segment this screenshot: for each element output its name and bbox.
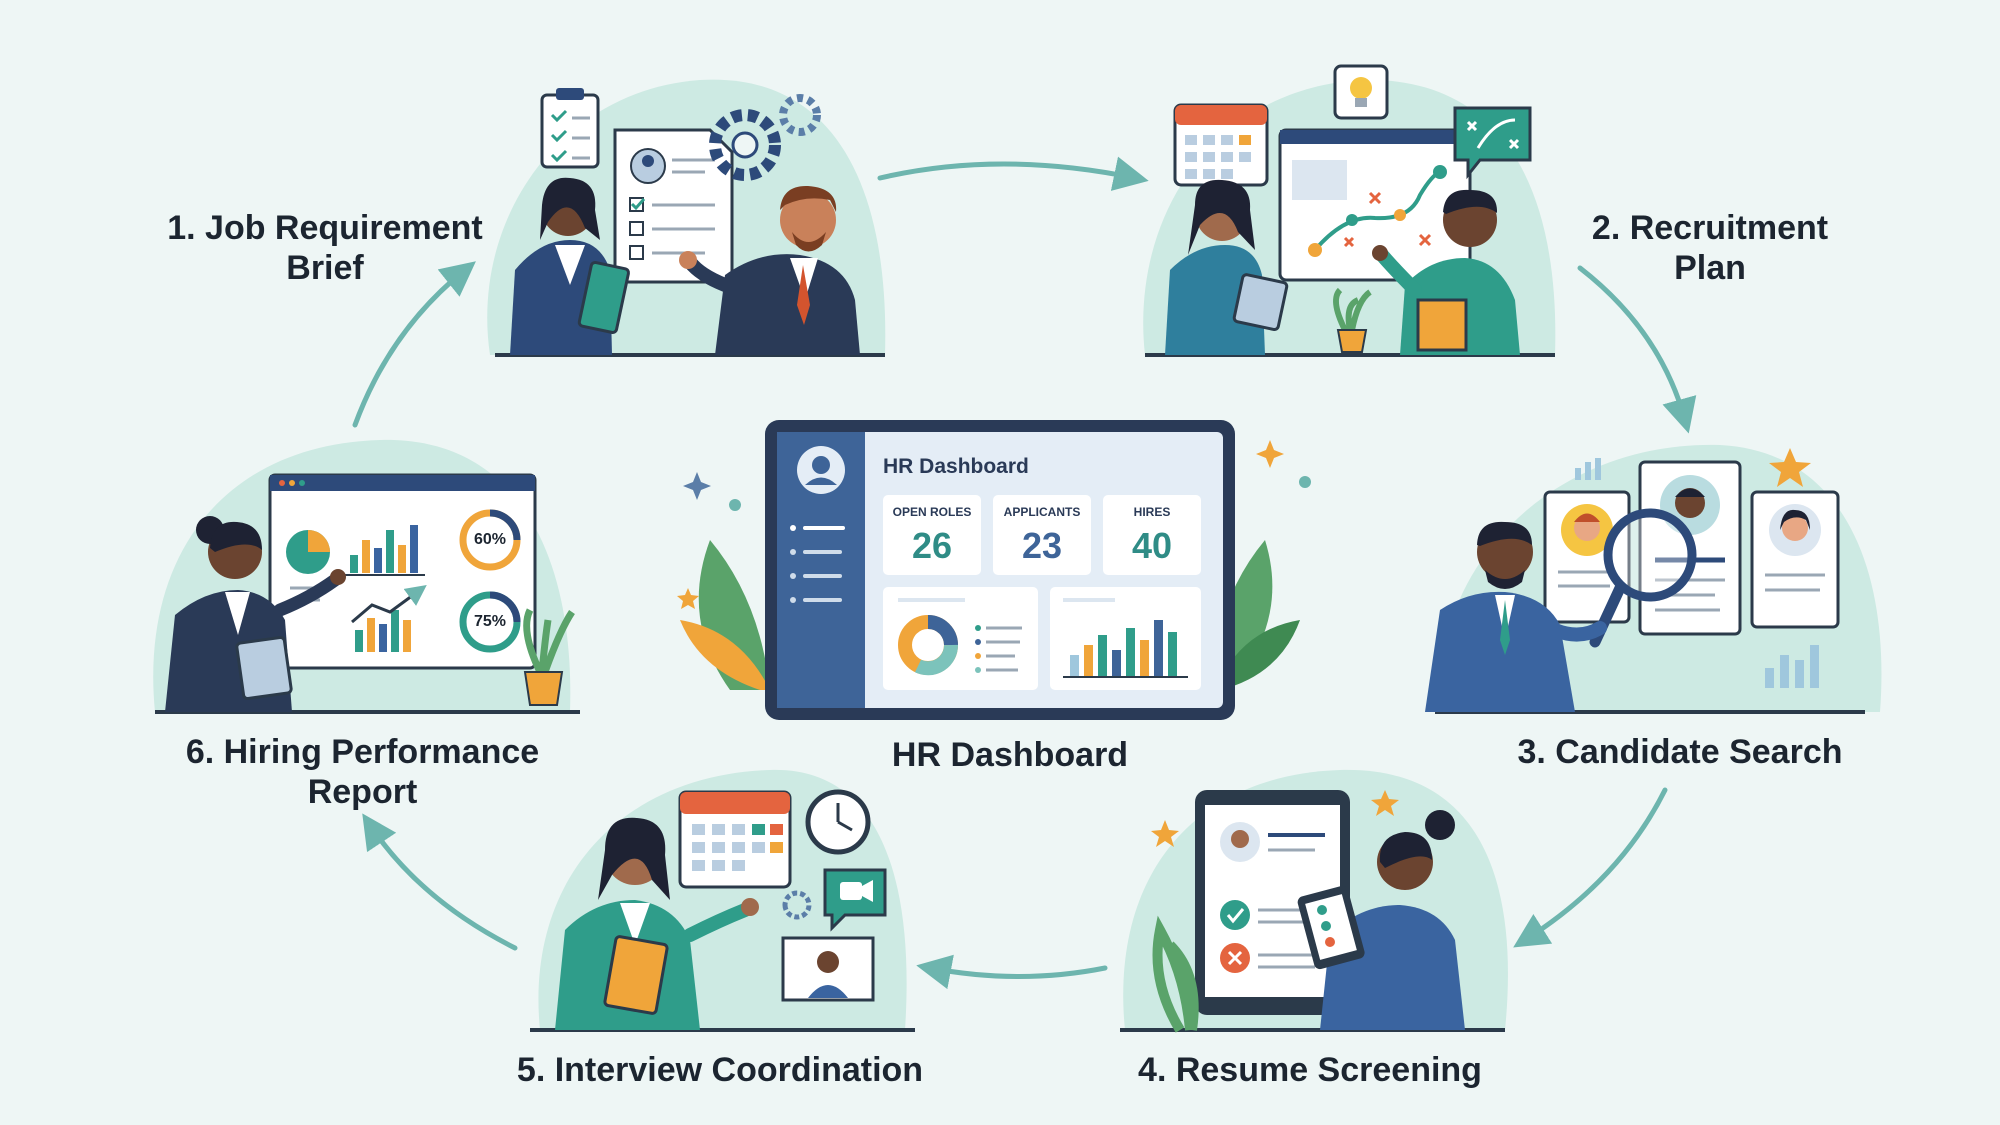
candidate-card-1 [1543, 490, 1631, 624]
stage-3-illustration [1425, 444, 1882, 714]
stage-5-illustration [530, 769, 915, 1032]
plant-icon [1152, 915, 1199, 1033]
arrow-1-to-2 [877, 156, 1149, 191]
dashboard-monitor [765, 420, 1235, 720]
center-caption: HR Dashboard [891, 736, 1129, 774]
person-woman-with-folder [555, 817, 759, 1030]
stat-value: 40 [1131, 525, 1173, 566]
arrow-5-to-6 [362, 813, 518, 951]
plant-icon [523, 608, 575, 706]
bar-chart-icon [345, 525, 425, 576]
star-icon [677, 588, 699, 609]
cycle-arrows [352, 156, 1697, 990]
candidate-video-frame [781, 936, 875, 1002]
arrow-6-to-1 [352, 261, 476, 428]
arrow-2-to-3 [1577, 265, 1697, 434]
calendar-icon [1173, 103, 1269, 187]
person-man-pointing [1372, 189, 1520, 355]
lightbulb-icon [1333, 64, 1389, 120]
stat-label: OPEN ROLES [892, 505, 972, 519]
star-icon [1769, 448, 1811, 487]
stat-label: HIRES [1133, 505, 1171, 519]
donut-chart-icon [898, 598, 1022, 676]
avatar [797, 446, 845, 494]
person-woman-presenting [165, 516, 346, 712]
arrow-3-to-4 [1513, 787, 1668, 948]
stat-label: APPLICANTS [1003, 505, 1081, 519]
trend-chart-icon [351, 585, 427, 652]
stat-open-roles: OPEN ROLES 26 [883, 505, 981, 567]
center-dashboard-illustration [677, 420, 1311, 720]
stage-6-label: 6. Hiring Performance Report [185, 733, 540, 811]
stage-4-illustration [1120, 769, 1508, 1033]
leaf-decoration [680, 540, 1300, 690]
gauge-2-value: 75% [473, 613, 507, 630]
pie-chart-icon [286, 530, 330, 574]
resume-document-icon [613, 128, 734, 284]
bar-chart-icon [1063, 598, 1188, 678]
gear-icon [782, 890, 812, 920]
stage-3-label: 3. Candidate Search [1517, 733, 1843, 771]
clipboard-checklist-icon [540, 88, 600, 169]
report-whiteboard [268, 473, 537, 670]
stage-1-label: 1. Job Requirement Brief [167, 209, 483, 287]
calendar-icon [678, 790, 792, 889]
stage-4-label: 4. Resume Screening [1138, 1051, 1482, 1089]
stage-1-illustration [487, 79, 886, 357]
plant-icon [1333, 287, 1372, 353]
stat-value: 26 [911, 525, 953, 566]
video-call-icon [823, 868, 887, 932]
star-icon [1371, 790, 1399, 816]
clock-icon [805, 789, 871, 855]
dot-decoration [1299, 476, 1311, 488]
stage-2-label: 2. Recruitment Plan [1591, 209, 1829, 287]
sparkle-icon [1256, 440, 1284, 468]
star-icon [1151, 820, 1179, 847]
sidebar-nav [790, 525, 845, 603]
candidate-card-3 [1750, 490, 1840, 629]
gauge-1-value: 60% [473, 531, 507, 548]
person-woman-with-phone [1297, 810, 1465, 1030]
sparkle-icon [683, 472, 711, 500]
stage-5-label: 5. Interview Coordination [516, 1051, 924, 1089]
person-man-in-suit [679, 185, 860, 355]
stat-hires: HIRES 40 [1103, 505, 1201, 567]
stat-value: 23 [1021, 525, 1063, 566]
arrow-4-to-5 [916, 954, 1108, 990]
dot-decoration [729, 499, 741, 511]
stat-cards [883, 495, 1201, 575]
strategy-chat-bubble-icon [1453, 106, 1532, 180]
decorative-bar-chart-icon [1575, 458, 1819, 688]
gear-icon [709, 94, 821, 181]
person-woman-with-tablet [1165, 179, 1289, 355]
stat-applicants: APPLICANTS 23 [993, 505, 1091, 567]
person-woman-with-clipboard [510, 177, 630, 355]
stage-2-illustration [1143, 64, 1556, 357]
stage-6-illustration [153, 439, 580, 714]
person-man-searching [1425, 521, 1607, 712]
dashboard-screen-title: HR Dashboard [883, 455, 1029, 478]
